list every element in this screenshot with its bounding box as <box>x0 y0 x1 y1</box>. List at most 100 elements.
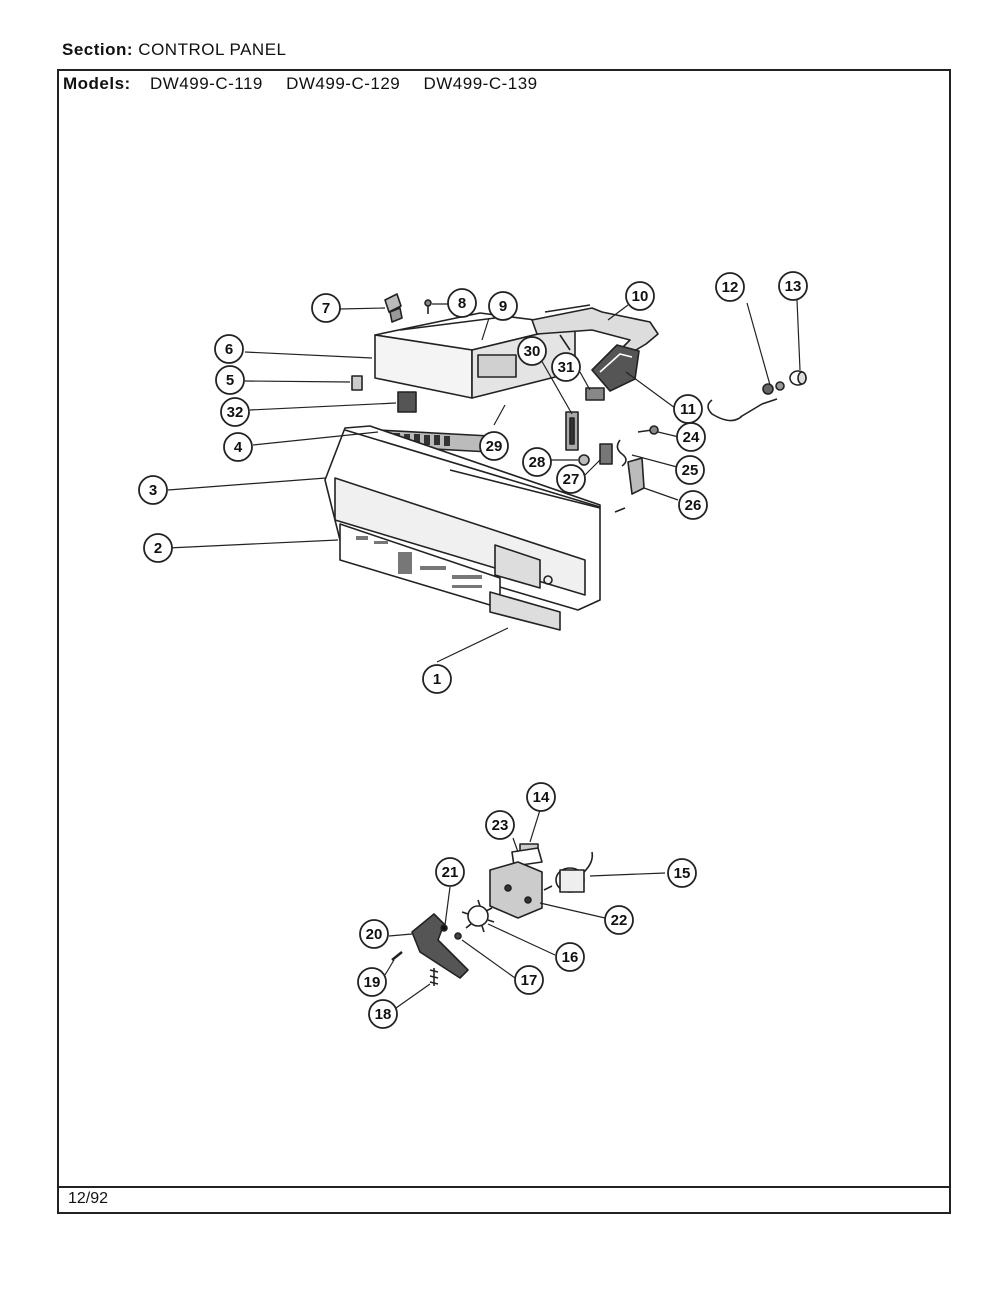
callout-number-14: 14 <box>533 789 550 806</box>
callout-circle-21 <box>435 857 465 887</box>
callout-number-19: 19 <box>364 974 381 991</box>
callout-number-13: 13 <box>785 278 802 295</box>
callout-17: 17 <box>514 965 544 995</box>
footer-divider <box>59 1186 949 1188</box>
callout-circle-25 <box>675 455 705 485</box>
callout-number-15: 15 <box>674 865 691 882</box>
switch-part-32 <box>397 391 417 413</box>
washer-part-28 <box>578 454 590 466</box>
models-label: Models: <box>63 74 131 93</box>
callout-number-24: 24 <box>683 429 700 446</box>
callout-number-10: 10 <box>632 288 649 305</box>
washer-part-17 <box>454 932 462 940</box>
callout-28: 28 <box>522 447 552 477</box>
callout-circle-29 <box>479 431 509 461</box>
callout-number-23: 23 <box>492 817 509 834</box>
callout-circle-19 <box>357 967 387 997</box>
lever-part-20 <box>411 913 469 979</box>
plate-part-1 <box>489 591 561 631</box>
callout-25: 25 <box>675 455 705 485</box>
callout-13: 13 <box>778 271 808 301</box>
callout-number-16: 16 <box>562 949 579 966</box>
bracket-part-7 <box>384 293 403 323</box>
callout-circle-31 <box>551 352 581 382</box>
motor-part-15 <box>543 851 594 893</box>
callout-number-27: 27 <box>563 471 580 488</box>
pin-part-21 <box>440 924 448 932</box>
callout-number-30: 30 <box>524 343 541 360</box>
callout-number-1: 1 <box>433 671 441 688</box>
callout-number-29: 29 <box>486 438 503 455</box>
section-value: CONTROL PANEL <box>138 40 287 59</box>
screw-part-8 <box>424 299 432 314</box>
callout-4: 4 <box>223 432 253 462</box>
callout-14: 14 <box>526 782 556 812</box>
model-2: DW499-C-129 <box>286 74 401 93</box>
callout-number-9: 9 <box>499 298 507 315</box>
bracket-part-11 <box>591 344 640 392</box>
callout-27: 27 <box>556 464 586 494</box>
callout-number-8: 8 <box>458 295 466 312</box>
section-label: Section: <box>62 40 134 59</box>
callout-circle-17 <box>514 965 544 995</box>
knob-part-13 <box>789 370 807 386</box>
callout-number-18: 18 <box>375 1006 392 1023</box>
screw-part-19 <box>391 951 403 961</box>
callout-number-5: 5 <box>226 372 234 389</box>
callout-number-11: 11 <box>680 401 696 418</box>
cord-part-12 <box>707 381 785 422</box>
callout-circle-6 <box>214 334 244 364</box>
callout-circle-14 <box>526 782 556 812</box>
callout-circle-23 <box>485 810 515 840</box>
callout-circle-18 <box>368 999 398 1029</box>
callout-number-22: 22 <box>611 912 628 929</box>
diagram-frame <box>57 69 951 1214</box>
callout-circle-3 <box>138 475 168 505</box>
callout-circle-16 <box>555 942 585 972</box>
callout-6: 6 <box>214 334 244 364</box>
callout-number-2: 2 <box>154 540 162 557</box>
callout-circle-2 <box>143 533 173 563</box>
model-3: DW499-C-139 <box>423 74 538 93</box>
callout-number-32: 32 <box>227 404 244 421</box>
callout-8: 8 <box>447 288 477 318</box>
callout-circle-27 <box>556 464 586 494</box>
callout-number-25: 25 <box>682 462 699 479</box>
callout-circle-32 <box>220 397 250 427</box>
bracket-part-26 <box>627 457 645 495</box>
callout-19: 19 <box>357 967 387 997</box>
callout-18: 18 <box>368 999 398 1029</box>
callout-number-31: 31 <box>558 359 575 376</box>
callout-1: 1 <box>422 664 452 694</box>
callout-21: 21 <box>435 857 465 887</box>
button-part-5 <box>351 375 363 391</box>
callout-10: 10 <box>625 281 655 311</box>
callout-15: 15 <box>667 858 697 888</box>
callout-number-3: 3 <box>149 482 157 499</box>
callout-number-12: 12 <box>722 279 739 296</box>
spring-part-18 <box>429 968 439 986</box>
callout-31: 31 <box>551 352 581 382</box>
callout-circle-24 <box>676 422 706 452</box>
footer-date: 12/92 <box>68 1190 109 1207</box>
callout-3: 3 <box>138 475 168 505</box>
callout-29: 29 <box>479 431 509 461</box>
bracket-part-27 <box>599 443 613 465</box>
screw-part-fastener <box>614 507 626 513</box>
plate-part-23 <box>511 847 543 867</box>
callout-12: 12 <box>715 272 745 302</box>
callout-30: 30 <box>517 336 547 366</box>
callout-number-4: 4 <box>234 439 243 456</box>
callout-2: 2 <box>143 533 173 563</box>
leader-lines <box>167 299 801 1009</box>
callout-7: 7 <box>311 293 341 323</box>
bracket-part-30 <box>565 411 579 451</box>
callout-5: 5 <box>215 365 245 395</box>
callout-circle-12 <box>715 272 745 302</box>
section-title: Section: CONTROL PANEL <box>62 40 287 60</box>
callout-16: 16 <box>555 942 585 972</box>
callout-circle-20 <box>359 919 389 949</box>
callout-circle-15 <box>667 858 697 888</box>
callout-24: 24 <box>676 422 706 452</box>
callout-number-26: 26 <box>685 497 702 514</box>
